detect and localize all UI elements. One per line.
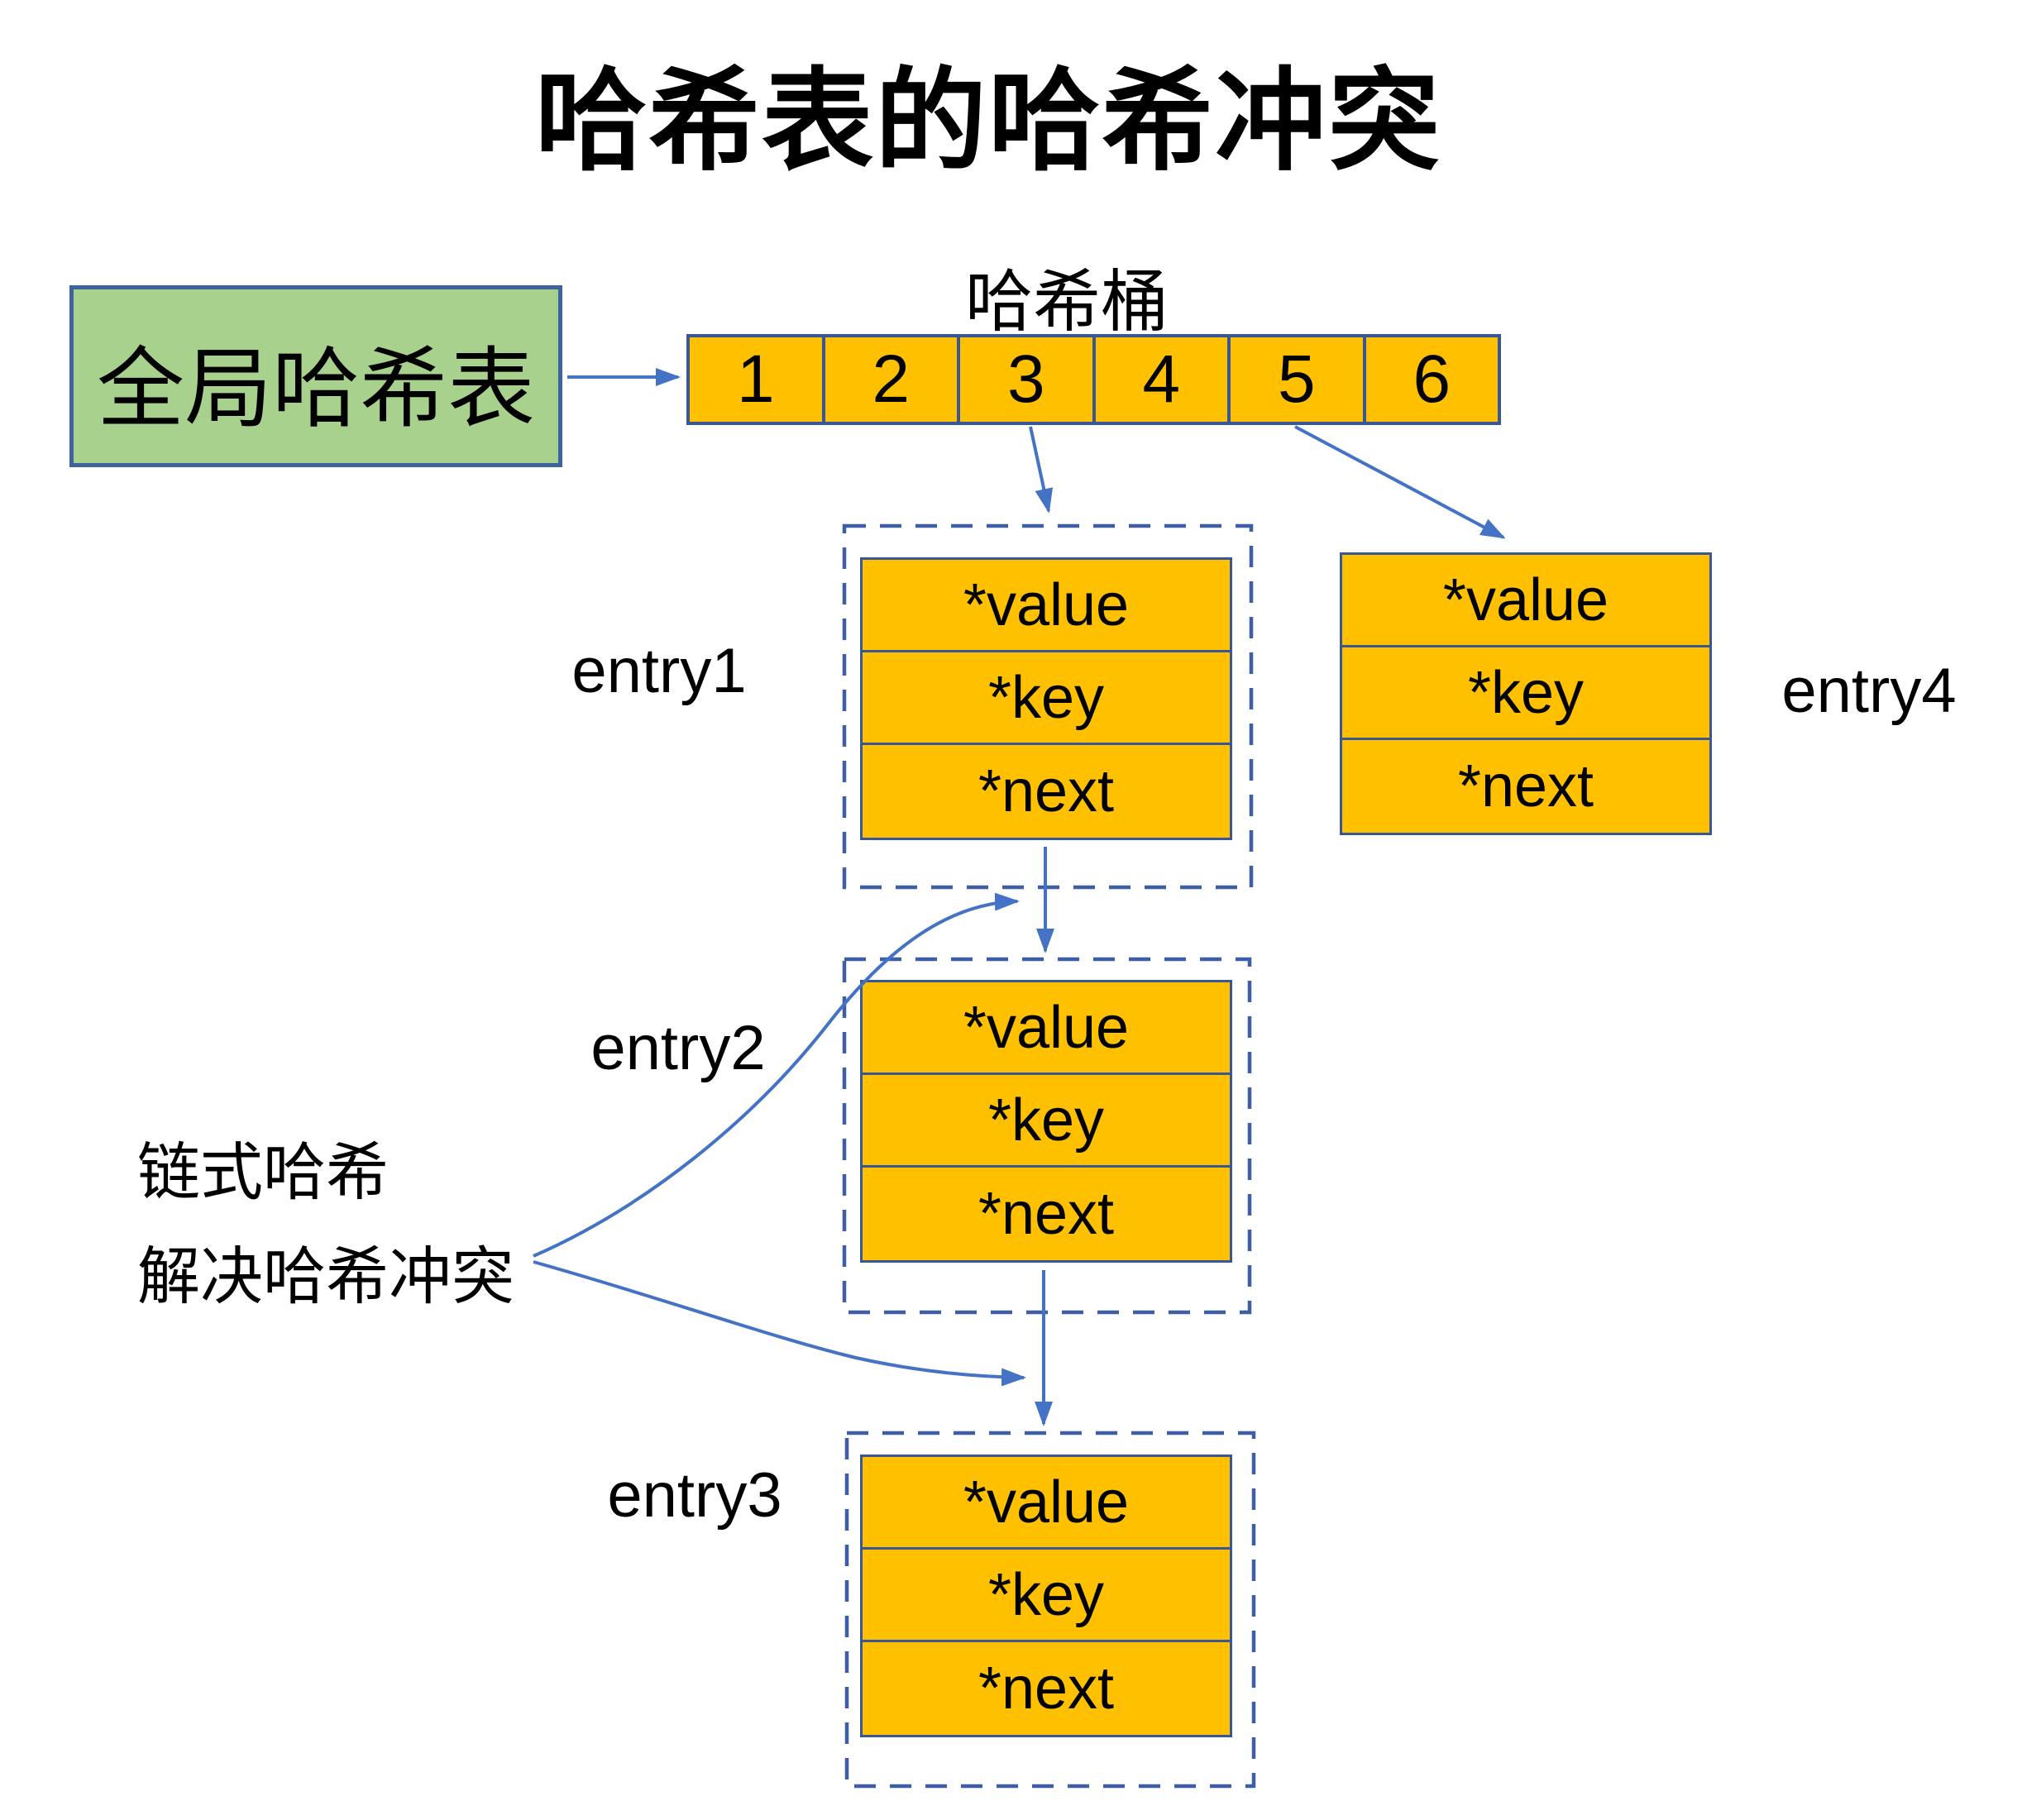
bucket-cell-4: 4 [1095,337,1231,422]
chained-hash-annotation: 链式哈希 解决哈希冲突 [137,1121,514,1330]
entry4-next-cell: *next [1342,740,1709,833]
entry2-label: entry2 [590,1013,766,1083]
entry3-node: *value *key *next [860,1455,1232,1737]
entry2-key-cell: *key [863,1075,1230,1168]
entry3-value-cell: *value [863,1457,1230,1550]
entry2-next-cell: *next [863,1168,1230,1260]
entry1-value-cell: *value [863,560,1230,652]
hash-bucket-array: 1 2 3 4 5 6 [686,334,1501,425]
arrow-bucket5-to-entry4 [1294,425,1506,539]
entry3-label: entry3 [607,1460,782,1531]
hash-bucket-label: 哈希桶 [964,265,1169,340]
global-hash-table-box: 全局哈希表 [69,285,562,467]
global-hash-table-label: 全局哈希表 [97,341,535,438]
annotation-line-2: 解决哈希冲突 [137,1242,514,1312]
entry1-label: entry1 [571,636,747,706]
entry4-value-cell: *value [1342,555,1709,647]
entry1-next-cell: *next [863,745,1230,838]
bucket-cell-1: 1 [690,337,825,422]
bucket-cell-2: 2 [825,337,960,422]
entry3-key-cell: *key [863,1550,1230,1642]
entry4-label: entry4 [1781,656,1957,726]
entry4-key-cell: *key [1342,647,1709,740]
entry3-next-cell: *next [863,1642,1230,1735]
entry2-node: *value *key *next [860,980,1232,1263]
curve-annotation-to-entry3-link [533,1260,1026,1387]
bucket-cell-3: 3 [960,337,1096,422]
entry2-value-cell: *value [863,982,1230,1075]
bucket-cell-6: 6 [1365,337,1498,422]
annotation-line-1: 链式哈希 [137,1138,389,1208]
entry1-node: *value *key *next [860,557,1232,840]
entry1-key-cell: *key [863,652,1230,745]
arrow-bucket3-to-entry1 [1029,426,1054,514]
bucket-cell-5: 5 [1231,337,1366,422]
page-title: 哈希表的哈希冲突 [535,59,1441,184]
entry4-node: *value *key *next [1340,552,1712,835]
